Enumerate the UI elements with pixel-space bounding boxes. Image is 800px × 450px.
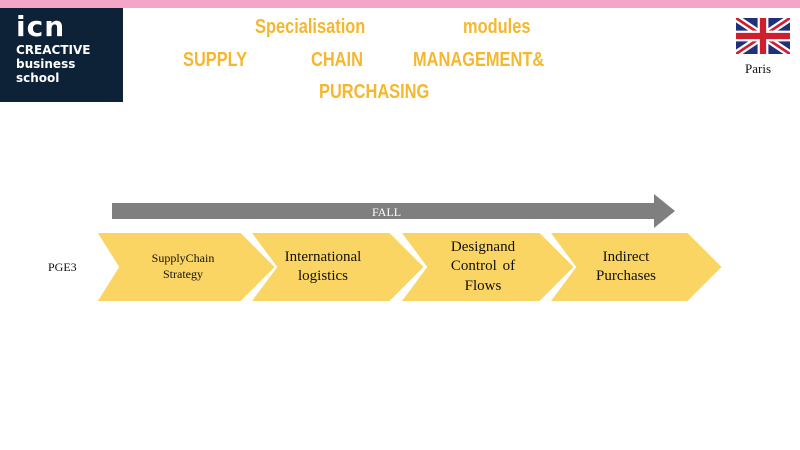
title-specialisation: Specialisation [255,16,366,38]
module-label-indirect-purchases: Indirect Purchases [596,248,656,285]
module-chevron-1 [96,232,276,302]
module-label-international-logistics: International logistics [284,248,362,285]
uk-flag-icon [736,18,790,54]
top-accent-bar [0,0,800,8]
module-chevron-4 [549,232,723,302]
location-label: Paris [745,61,771,76]
program-label: PGE3 [48,260,77,274]
school-logo: icn CREACTIVE business school [0,8,123,102]
fall-label: FALL [372,205,402,219]
fall-timeline-arrow [112,194,675,228]
module-chevron-2 [250,232,425,302]
module-chevron-3 [400,232,575,302]
title-management: MANAGEMENT& [413,49,545,71]
title-supply: SUPPLY [183,49,248,71]
title-purchasing: PURCHASING [319,81,430,103]
logo-line-2: business [16,57,76,71]
logo-line-1: CREACTIVE [16,43,91,57]
logo-brand: icn [16,10,66,43]
title-chain: CHAIN [311,49,363,71]
logo-line-3: school [16,71,60,85]
title-modules: modules [463,16,531,38]
